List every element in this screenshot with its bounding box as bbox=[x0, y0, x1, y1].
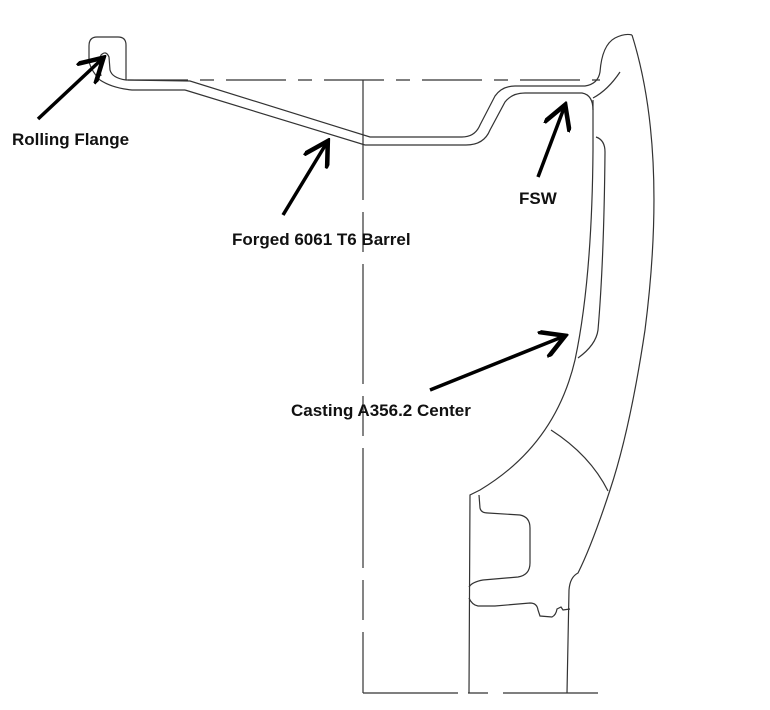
center-outer-face bbox=[566, 34, 655, 694]
center-inner-face bbox=[468, 100, 594, 694]
fsw-joint-line bbox=[592, 71, 621, 99]
label-fsw: FSW bbox=[519, 189, 557, 208]
barrel-lower-line bbox=[184, 89, 594, 146]
rolling-flange-outline bbox=[88, 36, 185, 91]
label-center: Casting A356.2 Center bbox=[291, 401, 471, 420]
barrel-upper-line bbox=[125, 33, 633, 138]
arrow-barrel bbox=[281, 144, 326, 216]
label-barrel: Forged 6061 T6 Barrel bbox=[232, 230, 411, 249]
hub-bore-detail bbox=[468, 597, 571, 618]
rolling-flange-inner-curl bbox=[98, 52, 127, 81]
hub-detail bbox=[468, 494, 531, 588]
label-rolling-flange: Rolling Flange bbox=[12, 130, 130, 149]
arrow-center bbox=[429, 337, 562, 392]
arrow-fsw bbox=[536, 108, 564, 178]
arrow-rolling-flange bbox=[36, 60, 101, 121]
hub-arc bbox=[550, 429, 609, 492]
spoke-window bbox=[577, 136, 606, 359]
